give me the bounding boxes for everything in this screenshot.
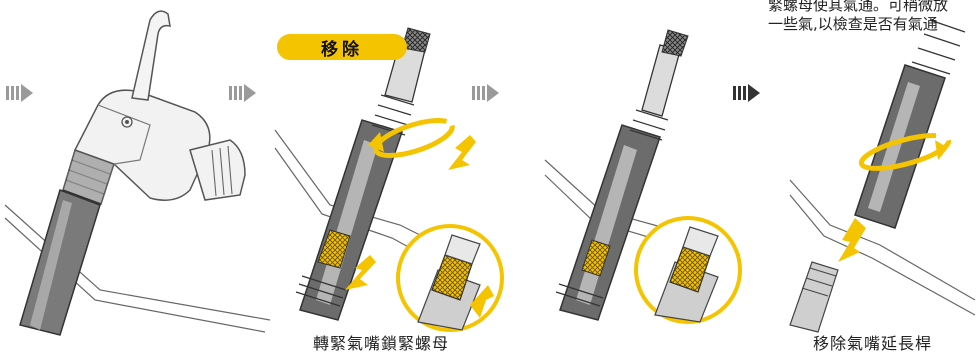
remove-badge: 移除 — [277, 34, 407, 60]
step-arrow-1 — [6, 84, 33, 102]
panel-2-tighten-nut — [229, 27, 504, 332]
note-line-1: 緊螺母使其氣通。可稍微放 — [768, 0, 949, 14]
step-arrow-3 — [472, 84, 499, 102]
yellow-arrow — [838, 218, 866, 262]
note-line-2: 一些氣,以檢查是否有氣通 — [768, 15, 938, 33]
step-4-note: 緊螺母使其氣通。可稍微放 一些氣,以檢查是否有氣通 — [768, 0, 979, 34]
yellow-arrow — [345, 135, 476, 290]
panel-1-pump-head — [4, 10, 271, 336]
caption-tighten-lock-nut: 轉緊氣嘴鎖緊螺母 — [313, 334, 450, 353]
caption-remove-extender: 移除氣嘴延長桿 — [813, 334, 933, 353]
step-arrow-4 — [733, 84, 760, 102]
step-arrow-2 — [229, 84, 256, 102]
panel-3-valve — [472, 29, 742, 324]
panel-4-remove-extender — [733, 19, 976, 333]
